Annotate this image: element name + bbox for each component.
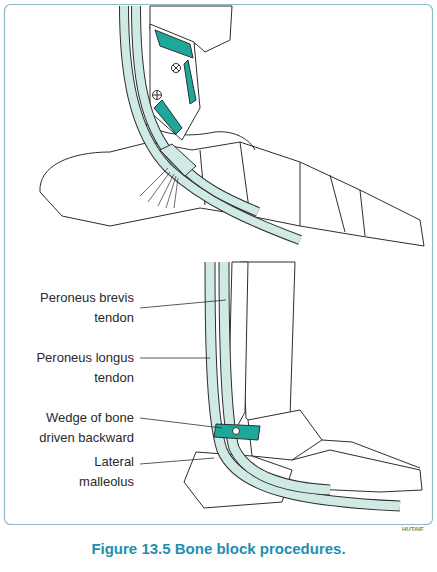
part-label: Wedge of bone driven backward [24,408,134,448]
tibia [240,262,295,438]
screw [233,428,240,435]
leader-line [140,418,222,428]
tendon [136,6,258,212]
screw [153,91,162,100]
retinaculum [160,144,196,176]
screw-mark [173,65,179,71]
part-label: Lateral malleolus [54,452,134,492]
retinaculum-fibres [140,168,178,208]
tendon-outline [224,262,330,490]
tendon-outline [210,262,400,506]
lateral-malleolus [150,24,200,140]
bone-wedge [154,30,196,134]
leader-line [140,458,214,464]
figure-caption: Figure 13.5 Bone block procedures. [91,540,345,557]
leader-lines [140,300,226,464]
tendon-outline [136,6,258,212]
screw [172,64,181,73]
bone-wedge [214,424,260,440]
foot-bones [40,142,424,246]
tendon [210,262,400,506]
leader-line [140,300,226,308]
posterior-ankle-view [184,262,422,508]
tendon-outline [124,6,300,240]
watermark: HUTAIF [402,526,424,532]
tendons-bottom [210,262,400,506]
bone-joints [200,142,365,236]
tendon [124,6,300,240]
lateral-ankle-view [40,6,424,246]
leader-line [140,358,210,359]
part-label: Peroneus longus tendon [24,348,134,388]
screw-mark [153,91,161,99]
tendon [224,262,330,490]
tendons-top [124,6,300,240]
part-label: Peroneus brevis tendon [24,288,134,328]
figure-frame [5,5,433,525]
